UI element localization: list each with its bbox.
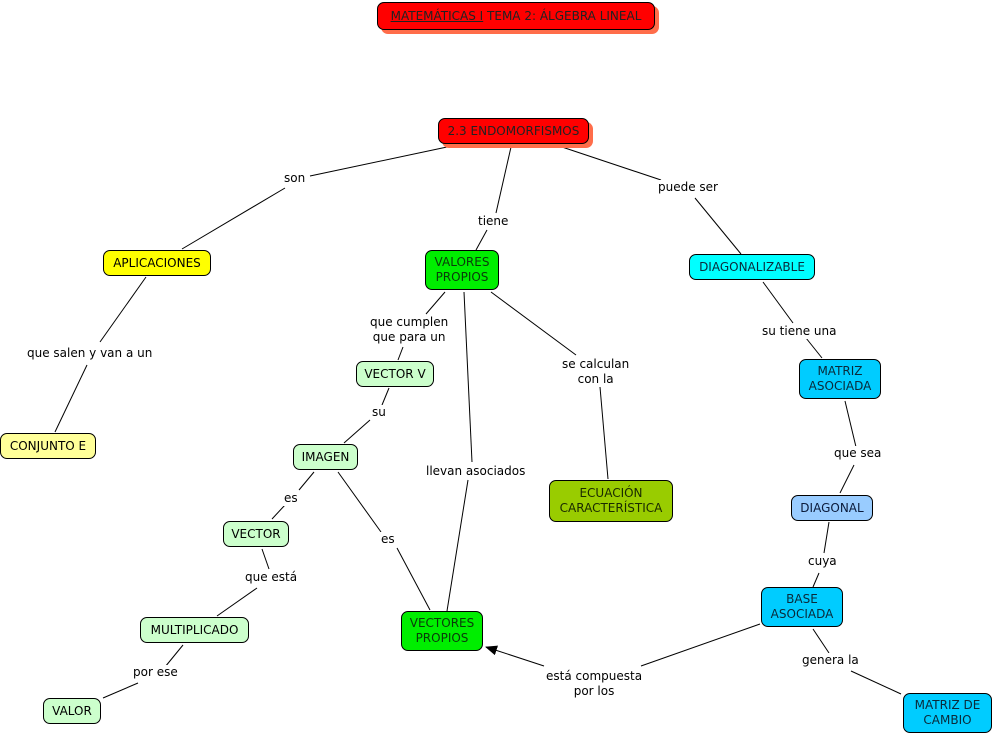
node-diagonal[interactable]: DIAGONAL (791, 495, 873, 521)
link-esta-compuesta[interactable]: está compuesta por los (544, 669, 645, 699)
edge-line (181, 187, 286, 250)
edge-line (343, 419, 371, 444)
title-node[interactable]: MATEMÁTICAS I TEMA 2: ÁLGEBRA LINEAL (377, 2, 655, 30)
edge-line (812, 572, 820, 588)
node-matriz-de-cambio[interactable]: MATRIZ DE CAMBIO (903, 693, 992, 733)
edge-line (850, 670, 902, 695)
node-vector-v[interactable]: VECTOR V (356, 361, 434, 387)
edge-line (261, 548, 270, 570)
link-que-salen[interactable]: que salen y van a un (25, 346, 155, 361)
link-que-sea[interactable]: que sea (832, 446, 884, 461)
edge-line (216, 587, 258, 617)
title-text: TEMA 2: ÁLGEBRA LINEAL (483, 8, 642, 23)
edge-line (164, 644, 184, 668)
node-aplicaciones[interactable]: APLICACIONES (103, 250, 211, 276)
edge-line (490, 291, 577, 356)
edge-line (812, 628, 830, 654)
link-es-vector[interactable]: es (282, 491, 300, 506)
edge-line (694, 197, 742, 255)
link-que-cumplen[interactable]: que cumplen que para un (368, 315, 451, 345)
node-multiplicado[interactable]: MULTIPLICADO (140, 617, 249, 643)
link-son[interactable]: son (282, 171, 308, 186)
edge-line (839, 464, 855, 494)
edge-line (495, 146, 512, 214)
edge-line (381, 387, 390, 406)
node-matriz-asociada[interactable]: MATRIZ ASOCIADA (799, 359, 881, 399)
node-ecuacion-caracteristica[interactable]: ECUACIÓN CARACTERÍSTICA (549, 480, 673, 522)
link-su-tiene-una[interactable]: su tiene una (760, 324, 839, 339)
edge-line (309, 146, 448, 177)
link-su[interactable]: su (370, 405, 388, 420)
link-que-esta[interactable]: que está (243, 570, 300, 585)
link-llevan-asociados[interactable]: llevan asociados (424, 464, 528, 479)
node-diagonalizable[interactable]: DIAGONALIZABLE (689, 254, 815, 280)
node-valor[interactable]: VALOR (43, 698, 101, 724)
edge-arrow-line (485, 645, 545, 667)
edge-line (561, 146, 662, 181)
edge-line (640, 623, 761, 667)
node-vector[interactable]: VECTOR (223, 521, 289, 547)
edge-line (805, 337, 823, 359)
node-base-asociada[interactable]: BASE ASOCIADA (761, 587, 843, 627)
link-genera-la[interactable]: genera la (800, 653, 861, 668)
edge-line (599, 386, 609, 480)
edge-line (102, 682, 139, 699)
link-cuya[interactable]: cuya (806, 554, 839, 569)
edge-line (425, 291, 446, 315)
node-conjunto-e[interactable]: CONJUNTO E (0, 433, 96, 459)
edge-line (844, 400, 857, 448)
link-tiene[interactable]: tiene (476, 214, 511, 229)
link-por-ese[interactable]: por ese (131, 665, 180, 680)
edge-line (54, 364, 88, 433)
edge-line (271, 504, 286, 520)
title-link[interactable]: MATEMÁTICAS I (390, 8, 484, 23)
node-endomorfismos[interactable]: 2.3 ENDOMORFISMOS (438, 118, 589, 144)
node-vectores-propios[interactable]: VECTORES PROPIOS (401, 611, 483, 651)
edge-line (446, 479, 469, 612)
edge-line (337, 471, 382, 533)
edge-line (298, 471, 315, 491)
node-imagen[interactable]: IMAGEN (293, 444, 358, 470)
edge-line (475, 229, 488, 251)
link-puede-ser[interactable]: puede ser (656, 180, 720, 195)
edge-line (463, 291, 473, 463)
node-valores-propios[interactable]: VALORES PROPIOS (425, 250, 499, 290)
edge-line (99, 276, 147, 343)
edge-line (823, 521, 830, 554)
edge-line (396, 547, 431, 611)
edge-line (397, 346, 404, 361)
link-es-vectores-propios[interactable]: es (379, 532, 397, 547)
link-se-calculan[interactable]: se calculan con la (560, 357, 632, 387)
edge-line (762, 281, 794, 324)
